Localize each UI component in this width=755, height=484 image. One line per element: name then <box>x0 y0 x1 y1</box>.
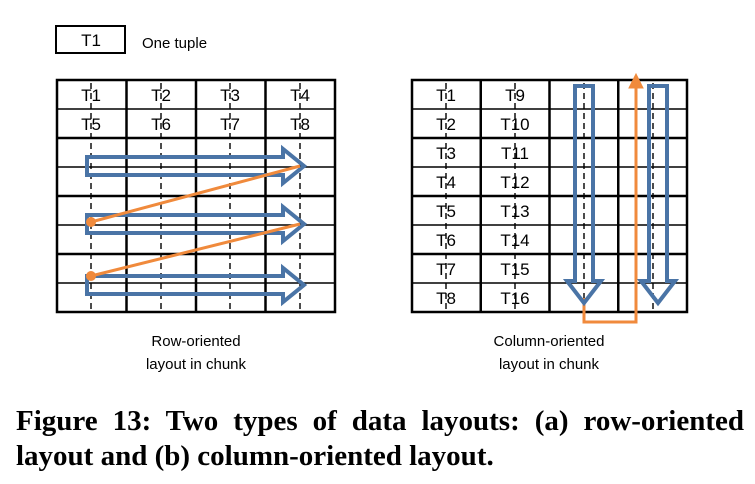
legend: T1 One tuple <box>55 25 207 54</box>
row-tuple-label: T8 <box>290 115 310 134</box>
row-chunk-label-line1: Row-oriented <box>151 333 240 350</box>
col-tuple-label: T5 <box>436 202 456 221</box>
row-scan-arrows <box>85 144 308 307</box>
row-chunk-grid <box>55 78 337 314</box>
col-scan-arrow-1 <box>562 84 606 307</box>
row-tuple-label: T7 <box>220 115 240 134</box>
row-chunk-dashed-lines <box>90 83 301 310</box>
col-tuple-label: T2 <box>436 115 456 134</box>
col-chunk-dashed-lines <box>445 83 654 310</box>
row-chunk-label-line2: layout in chunk <box>146 356 247 373</box>
row-chunk-tuple-labels: T1 T2 T3 T4 T5 T6 T7 T8 <box>81 86 310 134</box>
col-tuple-label: T4 <box>436 173 456 192</box>
col-scan-orange-path <box>582 72 644 324</box>
figure-caption: Figure 13: Two types of data layouts: (a… <box>16 404 744 474</box>
col-chunk-label-line1: Column-oriented <box>494 333 605 350</box>
col-tuple-label: T14 <box>500 231 529 250</box>
row-tuple-label: T5 <box>81 115 101 134</box>
row-oriented-chunk: T1 T2 T3 T4 T5 T6 T7 T8 Row-oriented lay… <box>55 78 337 373</box>
col-scan-arrow-2 <box>636 84 680 307</box>
col-tuple-label: T3 <box>436 144 456 163</box>
col-chunk-tuple-labels: T1 T2 T3 T4 T5 T6 T7 T8 T9 T10 T11 T12 T… <box>436 86 530 308</box>
col-tuple-label: T15 <box>500 260 529 279</box>
col-tuple-label: T9 <box>505 86 525 105</box>
col-tuple-label: T8 <box>436 289 456 308</box>
col-scan-arrows <box>562 84 680 307</box>
figure-caption-text: Figure 13: Two types of data layouts: (a… <box>16 405 744 472</box>
column-oriented-chunk: T1 T2 T3 T4 T5 T6 T7 T8 T9 T10 T11 T12 T… <box>410 72 689 373</box>
col-tuple-label: T7 <box>436 260 456 279</box>
row-tuple-label: T6 <box>151 115 171 134</box>
legend-tuple-box-label: T1 <box>81 31 101 50</box>
col-chunk-grid <box>410 78 689 314</box>
data-layout-diagram: T1 One tuple T1 T2 T3 T4 T <box>55 25 689 373</box>
col-tuple-label: T12 <box>500 173 529 192</box>
row-tuple-label: T3 <box>220 86 240 105</box>
row-tuple-label: T1 <box>81 86 101 105</box>
legend-tuple-box <box>55 25 126 54</box>
col-tuple-label: T11 <box>501 144 529 163</box>
col-tuple-label: T10 <box>500 115 529 134</box>
row-scan-arrow-1 <box>85 144 308 188</box>
legend-text: One tuple <box>142 35 207 52</box>
col-tuple-label: T6 <box>436 231 456 250</box>
row-tuple-label: T4 <box>290 86 310 105</box>
row-scan-orange-path <box>86 164 301 281</box>
row-scan-arrow-3 <box>85 263 308 307</box>
row-scan-arrow-2 <box>85 202 308 246</box>
col-tuple-label: T1 <box>436 86 456 105</box>
col-tuple-label: T13 <box>500 202 529 221</box>
col-chunk-label-line2: layout in chunk <box>499 356 600 373</box>
row-tuple-label: T2 <box>151 86 171 105</box>
col-tuple-label: T16 <box>500 289 529 308</box>
